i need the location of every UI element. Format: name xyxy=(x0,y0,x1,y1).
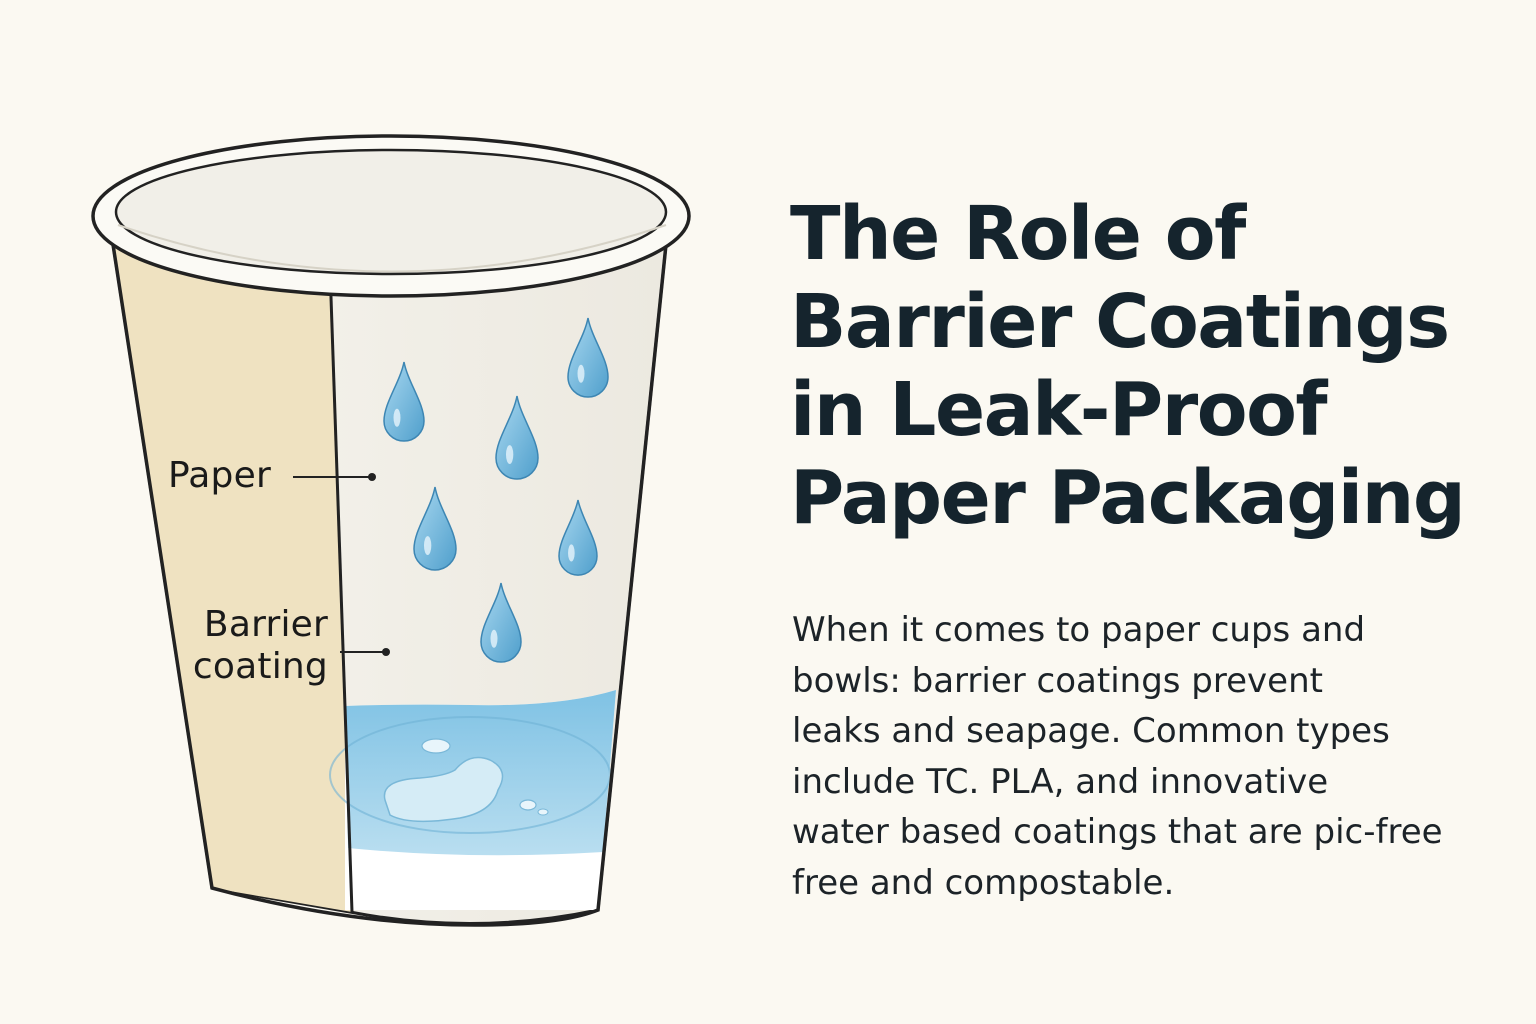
body-line: leaks and seapage. Common types xyxy=(792,711,1390,751)
paper-label: Paper xyxy=(168,455,271,496)
barrier-label-line1: Barrier xyxy=(203,604,328,645)
droplet-highlight xyxy=(568,544,575,562)
title-line: in Leak-Proof xyxy=(790,367,1328,453)
barrier-coating-label: Barrier coating xyxy=(178,604,328,688)
page-title: The Role of Barrier Coatings in Leak-Pro… xyxy=(790,190,1490,542)
droplet-highlight xyxy=(393,408,401,427)
title-line: Paper Packaging xyxy=(790,455,1466,541)
paper-layer xyxy=(110,225,352,912)
title-block: The Role of Barrier Coatings in Leak-Pro… xyxy=(790,190,1490,542)
droplets xyxy=(383,317,609,663)
title-line: The Role of xyxy=(790,191,1246,277)
layer-divider xyxy=(328,267,354,913)
paper-callout-line xyxy=(293,473,376,481)
droplet-highlight xyxy=(423,536,432,555)
droplet-highlight xyxy=(577,364,585,383)
title-line: Barrier Coatings xyxy=(790,279,1450,365)
body-line: bowls: barrier coatings prevent xyxy=(792,660,1323,701)
barrier-label-line2: coating xyxy=(192,646,328,687)
body-line: include TC. PLA, and innovative xyxy=(792,761,1329,802)
droplet-highlight xyxy=(505,445,514,464)
cup-rim xyxy=(91,134,691,298)
water-pool xyxy=(329,690,616,910)
body-line: free and compostable. xyxy=(792,862,1175,903)
body-line: When it comes to paper cups and xyxy=(792,610,1366,650)
body-paragraph: When it comes to paper cups and bowls: b… xyxy=(792,605,1492,908)
body-line: water based coatings that are pic-free xyxy=(792,812,1443,852)
droplet-highlight xyxy=(490,629,498,648)
barrier-callout-line xyxy=(340,648,390,656)
